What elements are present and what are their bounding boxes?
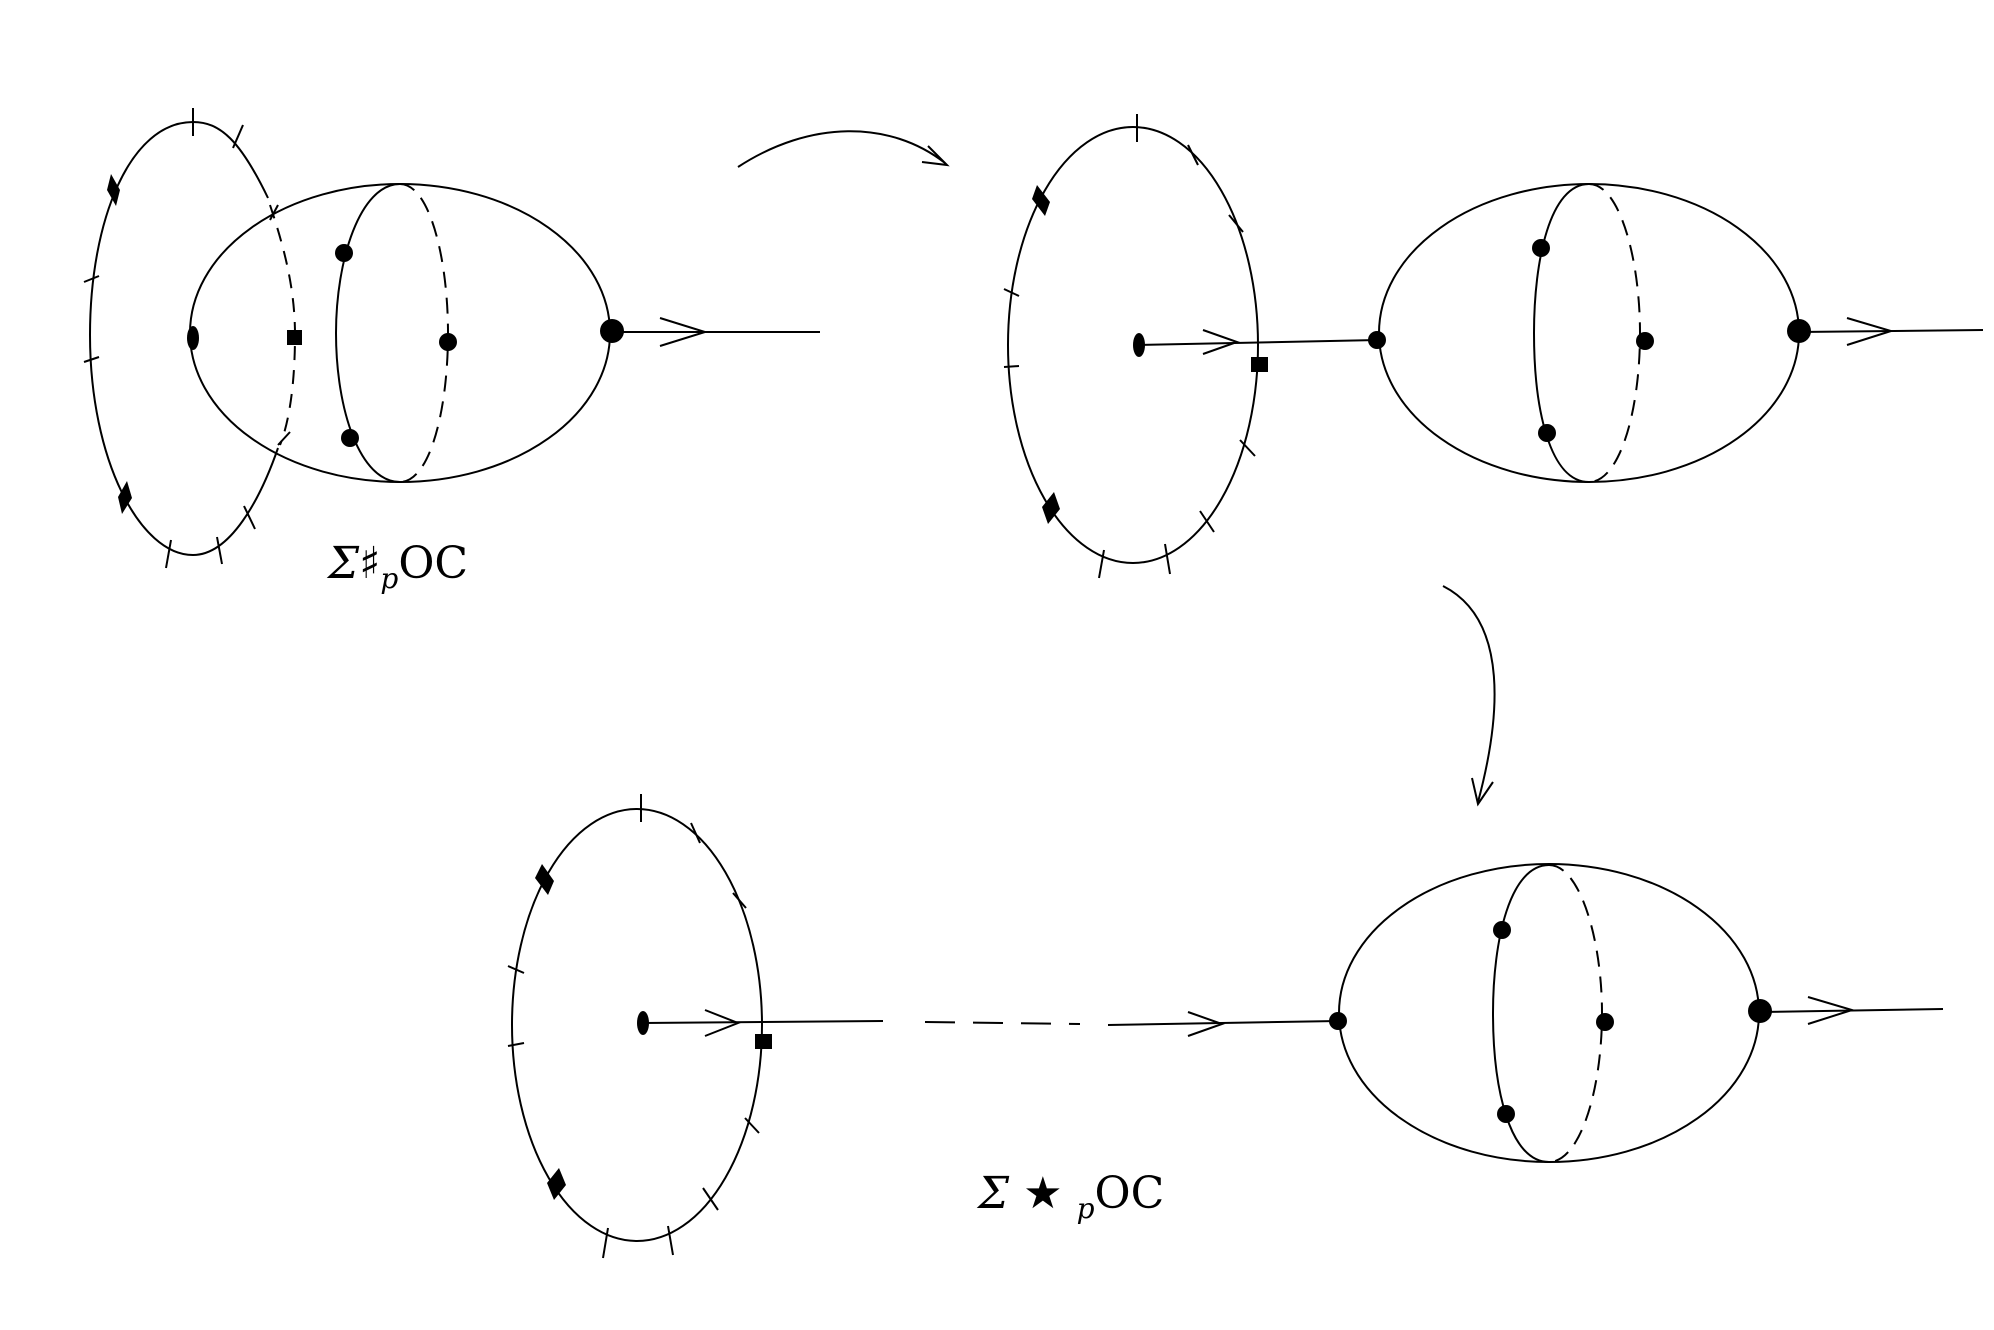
- internal-edge: [1107, 1020, 1339, 1026]
- gluing-square: [287, 330, 302, 345]
- marked-point: [1493, 921, 1511, 939]
- marked-point: [335, 244, 353, 262]
- gluing-gap: [924, 1021, 1081, 1025]
- surface-inner-back: [1548, 864, 1604, 1163]
- surface-outer-bottom: [1338, 863, 1760, 1163]
- disk-boundary-hidden: [269, 204, 297, 446]
- label-sigma: Σ: [328, 538, 360, 589]
- label-sigma: Σ: [978, 1168, 1010, 1219]
- glued-surface-bottom: [507, 794, 1944, 1259]
- output-arrowhead: [659, 317, 709, 347]
- surface-inner-front: [1532, 183, 1590, 483]
- label-operator: ★: [1023, 1168, 1063, 1219]
- label-subscript: p: [380, 561, 399, 595]
- marked-point: [1636, 332, 1654, 350]
- internal-edge-arrowhead: [1202, 329, 1241, 355]
- node-point: [1368, 331, 1386, 349]
- surface-inner-back: [399, 183, 450, 483]
- disk-boundary-top-left: [88, 120, 279, 557]
- broken-surface-top-right: [1003, 114, 1984, 579]
- disk-boundary-top-right: [1007, 126, 1259, 564]
- diamond-marker: [118, 481, 132, 514]
- output-arrowhead: [1846, 317, 1895, 346]
- label-star-gluing: Σ ★ pOC: [978, 1168, 1164, 1225]
- marked-point: [1538, 424, 1556, 442]
- internal-edge-arrowhead: [1187, 1011, 1226, 1037]
- glued-surface-top-left: [83, 108, 820, 569]
- gluing-square: [755, 1034, 772, 1049]
- surface-inner-back: [1588, 183, 1642, 483]
- internal-edge: [1138, 339, 1379, 346]
- surface-outer-top-left: [189, 183, 611, 483]
- node-point: [1329, 1012, 1347, 1030]
- disk-ticks-bottom: [507, 794, 760, 1259]
- diamond-marker: [1032, 185, 1050, 216]
- label-sharp-gluing: Σ♯pOC: [328, 538, 468, 595]
- diamond-marker: [535, 864, 554, 895]
- marked-point: [439, 333, 457, 351]
- diamond-marker: [547, 1168, 566, 1200]
- surface-inner-front: [1491, 864, 1550, 1163]
- gluing-square: [1251, 357, 1268, 372]
- transition-arrow-top: [737, 130, 950, 168]
- diamond-marker: [1042, 492, 1060, 524]
- transition-arrow-right: [1442, 585, 1496, 807]
- marked-point: [1596, 1013, 1614, 1031]
- label-subscript: p: [1076, 1191, 1095, 1225]
- disk-ticks-top-left: [83, 108, 291, 569]
- internal-edge-arrowhead: [704, 1009, 741, 1037]
- surface-outer-top-right: [1378, 183, 1800, 483]
- marked-point: [341, 429, 359, 447]
- internal-edge: [642, 1020, 884, 1024]
- label-suffix: OC: [1094, 1168, 1165, 1219]
- label-operator: ♯: [359, 538, 381, 589]
- diamond-marker: [107, 174, 120, 206]
- disk-ticks-top-right: [1003, 114, 1256, 579]
- marked-point: [1532, 239, 1550, 257]
- surface-inner-front: [334, 183, 401, 483]
- disk-boundary-bottom: [511, 808, 763, 1242]
- output-arrowhead: [1807, 996, 1856, 1025]
- input-point: [187, 326, 199, 350]
- marked-point: [1497, 1105, 1515, 1123]
- label-suffix: OC: [398, 538, 469, 589]
